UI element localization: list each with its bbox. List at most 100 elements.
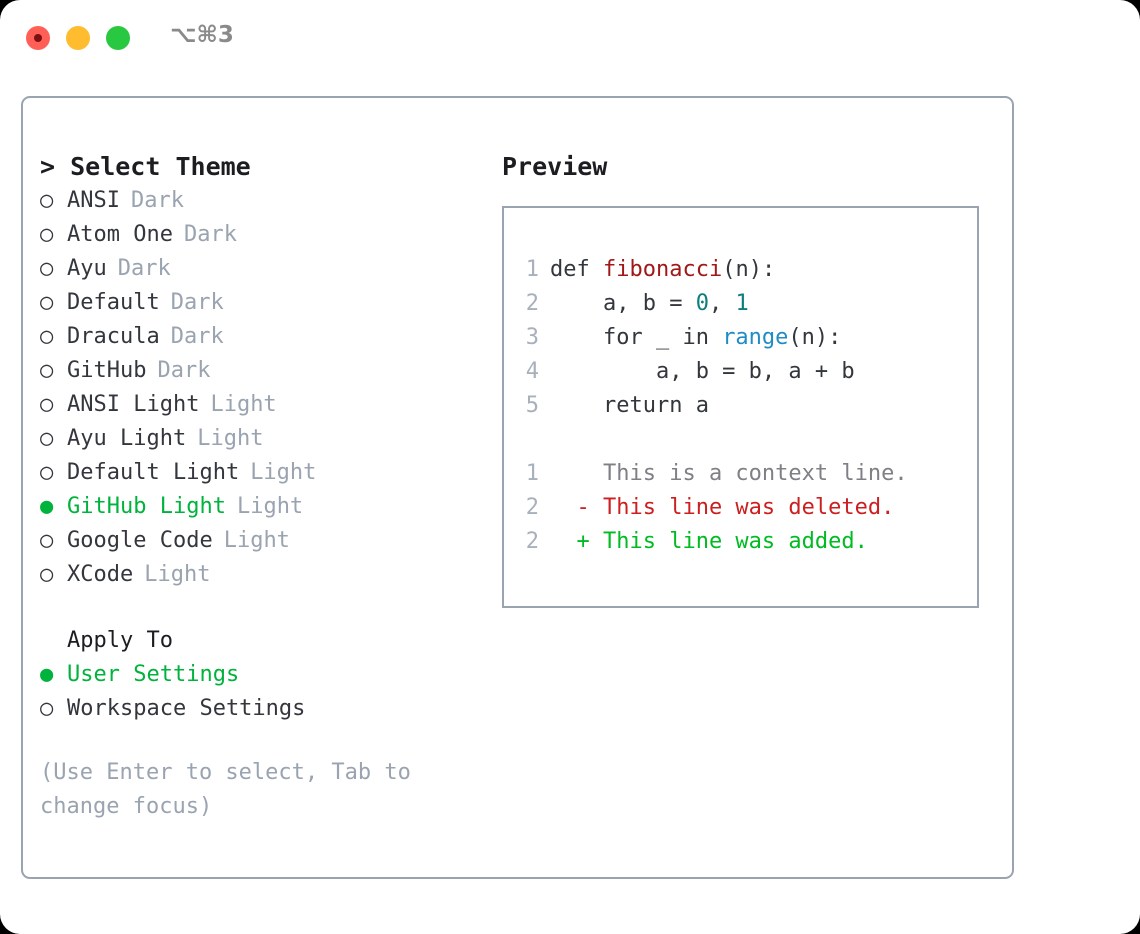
code-line: 2 a, b = 0, 1 <box>515 287 971 321</box>
code-line: 4 a, b = b, a + b <box>515 355 971 389</box>
theme-option-github-light[interactable]: ● GitHub Light Light <box>40 490 480 524</box>
radio-unselected-icon: ○ <box>40 324 54 349</box>
radio-unselected-icon: ○ <box>40 256 54 281</box>
diff-line-text: This is a context line. <box>550 461 908 486</box>
preview-heading: Preview <box>502 152 608 181</box>
code-token-plain: (n): <box>788 325 842 350</box>
theme-option-variant: Dark <box>117 256 171 281</box>
diff-line-text: - This line was deleted. <box>550 495 895 520</box>
theme-option-ayu[interactable]: ○ Ayu Dark <box>40 252 480 286</box>
diff-line-number: 2 <box>525 529 539 554</box>
radio-unselected-icon: ○ <box>40 460 54 485</box>
code-token-plain: return a <box>550 393 709 418</box>
theme-option-variant: Light <box>223 528 290 553</box>
code-token-num: 1 <box>735 291 749 316</box>
diff-line-ctx: 1 This is a context line. <box>515 457 971 491</box>
theme-option-name: GitHub <box>67 358 147 383</box>
radio-unselected-icon: ○ <box>40 696 54 721</box>
code-line-number: 2 <box>525 291 539 316</box>
theme-option-variant: Dark <box>170 324 224 349</box>
code-line-number: 5 <box>525 393 539 418</box>
theme-option-variant: Light <box>250 460 317 485</box>
radio-unselected-icon: ○ <box>40 290 54 315</box>
code-line-text: a, b = 0, 1 <box>550 287 749 321</box>
theme-option-name: GitHub Light <box>67 494 226 519</box>
theme-option-variant: Light <box>144 562 211 587</box>
radio-unselected-icon: ○ <box>40 562 54 587</box>
apply-to-section: Apply To ● User Settings ○ Workspace Settin… <box>40 624 480 726</box>
radio-unselected-icon: ○ <box>40 426 54 451</box>
diff-line-number: 2 <box>525 495 539 520</box>
theme-option-variant: Dark <box>170 290 224 315</box>
theme-option-variant: Dark <box>183 222 237 247</box>
apply-to-option-workspace-settings[interactable]: ○ Workspace Settings <box>40 692 480 726</box>
keyboard-hint-text: (Use Enter to select, Tab to change focu… <box>40 760 411 819</box>
theme-option-name: Default Light <box>67 460 240 485</box>
code-line-number: 4 <box>525 359 539 384</box>
theme-option-variant: Dark <box>157 358 211 383</box>
code-diff-separator <box>515 423 971 457</box>
radio-unselected-icon: ○ <box>40 392 54 417</box>
code-line-number: 3 <box>525 325 539 350</box>
theme-option-default-light[interactable]: ○ Default Light Light <box>40 456 480 490</box>
code-line: 3 for _ in range(n): <box>515 321 971 355</box>
radio-unselected-icon: ○ <box>40 528 54 553</box>
radio-selected-icon: ● <box>40 662 54 687</box>
apply-to-option-name: Workspace Settings <box>67 696 306 721</box>
title-bar: ⌥⌘3 <box>0 0 1140 78</box>
diff-line-text: + This line was added. <box>550 529 868 554</box>
theme-option-name: Dracula <box>67 324 160 349</box>
diff-line-add: 2 + This line was added. <box>515 525 971 559</box>
keyboard-shortcut-label: ⌥⌘3 <box>170 22 234 48</box>
theme-option-default[interactable]: ○ Default Dark <box>40 286 480 320</box>
radio-unselected-icon: ○ <box>40 222 54 247</box>
code-token-num: 0 <box>695 291 709 316</box>
code-line-text: a, b = b, a + b <box>550 355 855 389</box>
traffic-lights <box>26 26 130 50</box>
theme-option-name: Ayu <box>67 256 107 281</box>
apply-to-option-user-settings[interactable]: ● User Settings <box>40 658 480 692</box>
code-line-number: 1 <box>525 257 539 282</box>
code-line-text: return a <box>550 389 709 423</box>
code-token-fn: fibonacci <box>602 257 723 282</box>
code-token-plain: (n): <box>722 257 776 282</box>
apply-to-heading: Apply To <box>67 628 173 653</box>
theme-option-dracula[interactable]: ○ Dracula Dark <box>40 320 480 354</box>
theme-option-name: Ayu Light <box>67 426 187 451</box>
theme-option-name: Default <box>67 290 160 315</box>
diff-line-number: 1 <box>525 461 539 486</box>
code-token-plain: def <box>550 257 603 282</box>
minimize-button-icon[interactable] <box>66 26 90 50</box>
code-line: 1 def fibonacci(n): <box>515 253 971 287</box>
code-token-plain: a, b = b, a + b <box>550 359 855 384</box>
apply-to-list: ● User Settings ○ Workspace Settings <box>40 658 480 726</box>
theme-option-name: XCode <box>67 562 134 587</box>
code-token-plain: for _ in <box>550 325 723 350</box>
close-button-icon[interactable] <box>26 26 50 50</box>
theme-option-variant: Light <box>236 494 304 519</box>
radio-selected-icon: ● <box>40 494 54 519</box>
theme-option-name: Google Code <box>67 528 213 553</box>
theme-option-name: Atom One <box>67 222 173 247</box>
code-token-plain: , <box>708 291 736 316</box>
theme-option-atom-one[interactable]: ○ Atom One Dark <box>40 218 480 252</box>
theme-option-variant: Light <box>210 392 277 417</box>
theme-option-xcode[interactable]: ○ XCode Light <box>40 558 480 592</box>
maximize-button-icon[interactable] <box>106 26 130 50</box>
apply-to-option-name: User Settings <box>67 662 240 687</box>
code-line-text: for _ in range(n): <box>550 321 841 355</box>
diff-sample: 1 This is a context line. 2 - This line w… <box>515 457 971 559</box>
theme-option-google-code[interactable]: ○ Google Code Light <box>40 524 480 558</box>
